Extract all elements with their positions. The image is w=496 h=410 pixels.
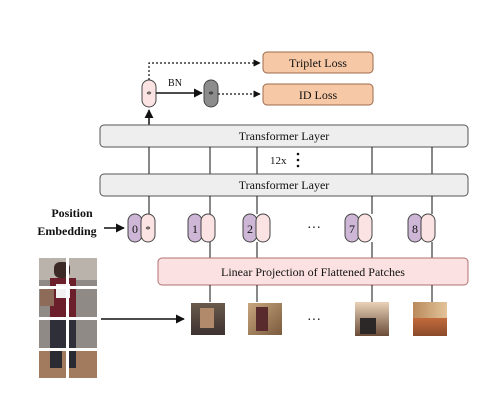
transformer-layer-bottom: Transformer Layer	[99, 173, 469, 197]
bn-label: BN	[168, 78, 182, 89]
patch-8	[413, 302, 447, 336]
transformer-layer-top: Transformer Layer	[99, 124, 469, 148]
token-pair-4: 8	[407, 213, 436, 243]
transformer-layer-bottom-label: Transformer Layer	[239, 178, 330, 192]
linear-projection-box: Linear Projection of Flattened Patches	[157, 257, 469, 286]
patch-connectors	[209, 285, 433, 302]
input-person-image	[39, 258, 97, 378]
patch-1	[191, 303, 225, 335]
patch-ellipsis: ···	[307, 313, 321, 328]
triplet-loss-label: Triplet Loss	[289, 56, 347, 70]
patch-token-2	[255, 213, 271, 243]
cls-output-symbol: *	[146, 89, 152, 101]
position-embedding-line2: Embedding	[37, 224, 96, 238]
patch-token-3	[357, 213, 373, 243]
patch-token-0	[140, 213, 156, 243]
token-pair-0: 0*	[127, 213, 156, 243]
linear-projection-label: Linear Projection of Flattened Patches	[221, 265, 405, 279]
token-index-3: 7	[349, 222, 355, 236]
token-pair-1: 1	[187, 213, 216, 243]
transformer-layer-top-label: Transformer Layer	[239, 129, 330, 143]
token-symbol-0: *	[145, 224, 151, 236]
token-index-2: 2	[247, 222, 253, 236]
token-index-4: 8	[412, 222, 418, 236]
bn-output-token: *	[203, 79, 219, 108]
token-pair-2: 2	[242, 213, 271, 243]
id-loss-label: ID Loss	[299, 88, 338, 102]
patch-token-1	[200, 213, 216, 243]
id-loss-box: ID Loss	[262, 83, 374, 106]
triplet-dotted-arrow	[148, 59, 261, 80]
token-index-1: 1	[192, 222, 198, 236]
position-embedding-line1: Position	[51, 206, 93, 220]
bn-output-symbol: *	[208, 89, 214, 101]
patch-2	[248, 303, 282, 335]
token-ellipsis: ···	[307, 221, 321, 236]
repeat-label: 12x	[270, 155, 287, 167]
token-index-0: 0	[132, 222, 138, 236]
cls-output-token: *	[141, 79, 157, 108]
transformer-connectors	[148, 147, 433, 174]
repeat-dots	[296, 152, 300, 168]
token-pair-3: 7	[344, 213, 373, 243]
patch-token-4	[420, 213, 436, 243]
token-connectors	[148, 196, 433, 258]
patch-7	[355, 302, 389, 336]
triplet-loss-box: Triplet Loss	[262, 51, 374, 74]
